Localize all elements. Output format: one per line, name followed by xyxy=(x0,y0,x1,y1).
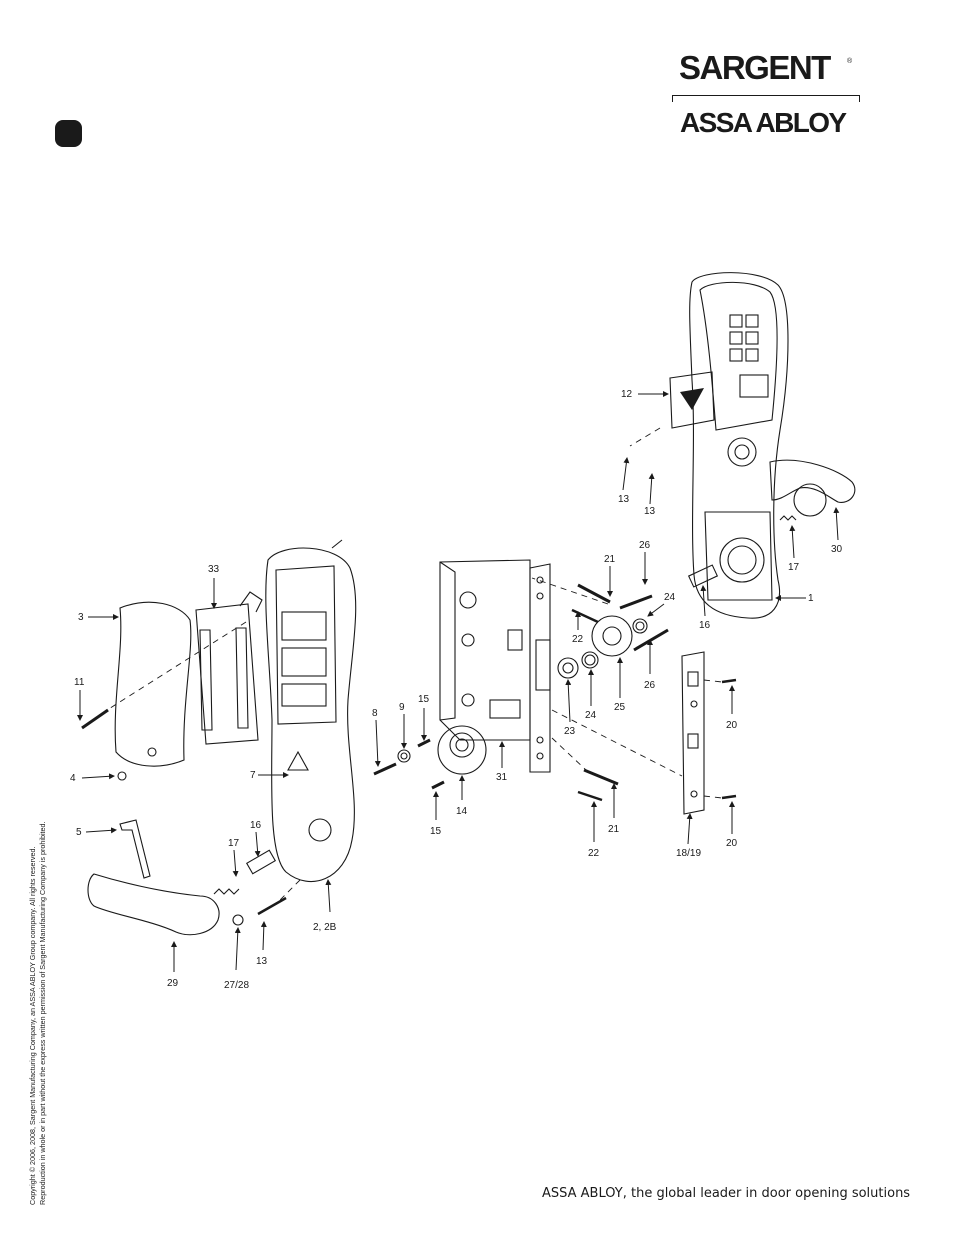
callout-1: 1 xyxy=(808,593,814,604)
allen-wrench-icon xyxy=(119,819,151,879)
brand-name: SARGENT xyxy=(679,49,831,86)
strike-plate xyxy=(681,651,705,815)
callout-9: 9 xyxy=(399,702,405,713)
inside-lever xyxy=(87,873,220,936)
section-badge-icon xyxy=(55,120,82,147)
callout-2-2b: 2, 2B xyxy=(313,922,337,933)
callout-12: 12 xyxy=(621,389,633,400)
callout-26: 26 xyxy=(644,680,656,691)
sargent-logo: SARGENT ® ASSA ABLOY xyxy=(672,48,862,138)
callout-13: 13 xyxy=(256,956,268,967)
battery-cover xyxy=(114,601,192,767)
callout-17: 17 xyxy=(788,562,800,573)
callout-3: 3 xyxy=(78,612,84,623)
callout-21: 21 xyxy=(604,554,616,565)
callout-23: 23 xyxy=(564,726,576,737)
parent-brand: ASSA ABLOY xyxy=(680,107,847,138)
callout-21: 21 xyxy=(608,824,620,835)
callout-13: 13 xyxy=(618,494,630,505)
callout-7: 7 xyxy=(250,770,256,781)
callout-33: 33 xyxy=(208,564,220,575)
callout-16: 16 xyxy=(699,620,711,631)
callout-4: 4 xyxy=(70,773,76,784)
callout-30: 30 xyxy=(831,544,843,555)
callout-24: 24 xyxy=(664,592,676,603)
callout-22: 22 xyxy=(572,634,584,645)
card-reader xyxy=(669,371,715,429)
callout-15: 15 xyxy=(430,826,442,837)
callout-20: 20 xyxy=(726,838,738,849)
callout-15: 15 xyxy=(418,694,430,705)
callout-11: 11 xyxy=(74,677,85,688)
callout-22: 22 xyxy=(588,848,600,859)
callout-5: 5 xyxy=(76,827,82,838)
registered-mark: ® xyxy=(847,58,853,65)
battery-holder xyxy=(195,603,259,745)
outside-lever xyxy=(769,459,856,503)
callout-26: 26 xyxy=(639,540,651,551)
callout-24: 24 xyxy=(585,710,597,721)
callout-17: 17 xyxy=(228,838,240,849)
brand-divider xyxy=(672,95,860,102)
callout-14: 14 xyxy=(456,806,468,817)
callout-25: 25 xyxy=(614,702,626,713)
callout-27-28: 27/28 xyxy=(224,980,249,991)
callout-8: 8 xyxy=(372,708,378,719)
callout-16: 16 xyxy=(250,820,262,831)
outside-escutcheon xyxy=(689,272,789,619)
callout-20: 20 xyxy=(726,720,738,731)
footer-tagline: ASSA ABLOY, the global leader in door op… xyxy=(542,1186,911,1201)
callout-18-19: 18/19 xyxy=(676,848,701,859)
inside-escutcheon xyxy=(265,539,357,882)
callout-31: 31 xyxy=(496,772,508,783)
callout-29: 29 xyxy=(167,978,179,989)
callout-13: 13 xyxy=(644,506,656,517)
mortise-lock-body xyxy=(439,559,551,773)
